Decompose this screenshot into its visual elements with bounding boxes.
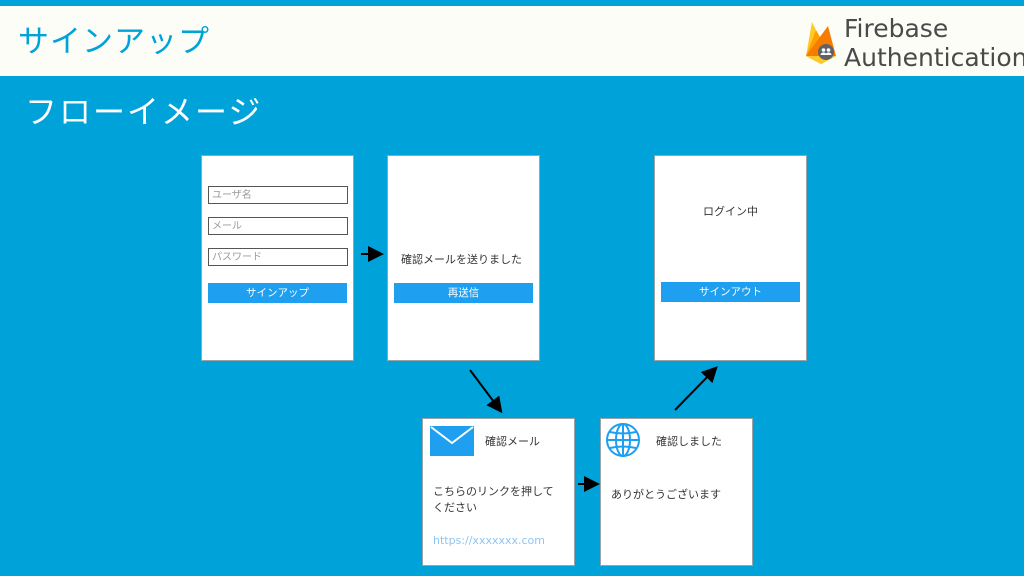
arrow-verified-to-logged-in bbox=[674, 366, 718, 411]
verification-link[interactable]: https://xxxxxxx.com bbox=[433, 534, 545, 547]
email-title: 確認メール bbox=[485, 435, 540, 448]
slide-header: サインアップ Firebase Authentication bbox=[0, 6, 1024, 76]
signup-button[interactable]: サインアップ bbox=[208, 283, 347, 303]
password-field[interactable]: パスワード bbox=[208, 248, 348, 266]
firebase-logo-icon bbox=[806, 22, 836, 64]
arrow-confirm-to-email bbox=[469, 369, 503, 414]
slide-title: サインアップ bbox=[18, 24, 210, 60]
email-body-line-2: ください bbox=[433, 501, 477, 514]
email-body-line-1: こちらのリンクを押して bbox=[433, 485, 554, 498]
globe-icon bbox=[606, 423, 640, 457]
signout-button[interactable]: サインアウト bbox=[661, 282, 800, 302]
confirm-sent-message: 確認メールを送りました bbox=[401, 253, 522, 266]
envelope-icon bbox=[430, 426, 474, 456]
verified-title: 確認しました bbox=[656, 435, 722, 448]
signup-screen: ユーザ名 メール パスワード サインアップ bbox=[201, 155, 354, 361]
top-strip bbox=[0, 0, 1024, 6]
confirm-sent-screen: 確認メールを送りました 再送信 bbox=[387, 155, 540, 361]
verified-body: ありがとうございます bbox=[611, 488, 721, 501]
email-field[interactable]: メール bbox=[208, 217, 348, 235]
logged-in-screen: ログイン中 サインアウト bbox=[654, 155, 807, 361]
brand-line-firebase: Firebase bbox=[844, 14, 949, 43]
username-field[interactable]: ユーザ名 bbox=[208, 186, 348, 204]
resend-button[interactable]: 再送信 bbox=[394, 283, 533, 303]
verified-screen: 確認しました ありがとうございます bbox=[600, 418, 753, 566]
section-title: フローイメージ bbox=[25, 93, 263, 131]
brand-line-authentication: Authentication bbox=[844, 43, 1024, 72]
logged-in-message: ログイン中 bbox=[703, 205, 758, 218]
email-screen: 確認メール こちらのリンクを押して ください https://xxxxxxx.c… bbox=[422, 418, 575, 566]
brand-wordmark: Firebase Authentication bbox=[844, 14, 1024, 72]
